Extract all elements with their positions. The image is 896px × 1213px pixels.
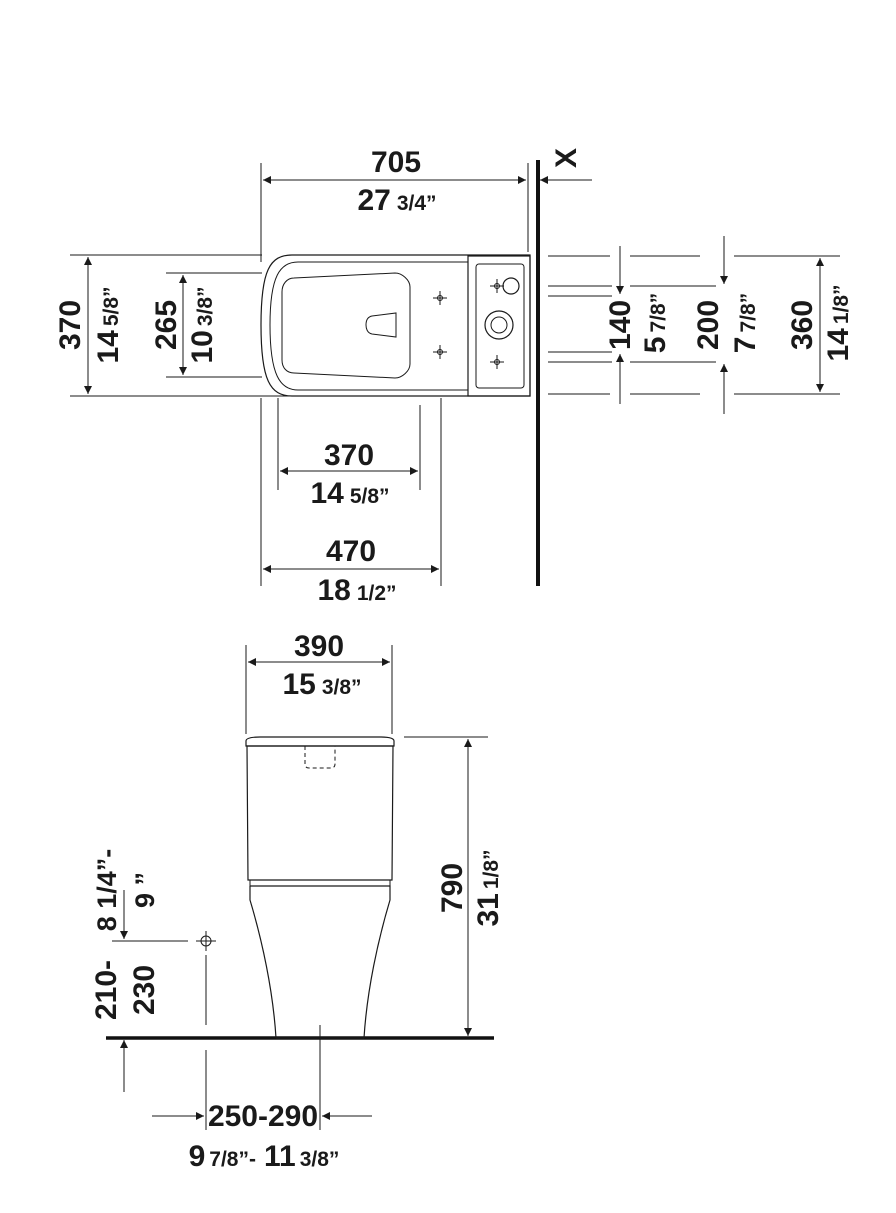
dim-265-mm: 265 [150, 300, 183, 350]
dim-705-mm: 705 [371, 146, 421, 179]
water-inlet-mark [112, 931, 216, 1025]
fixing-marks [433, 279, 504, 369]
dim-x-label: X [550, 148, 583, 168]
toilet-plan-outline [260, 254, 531, 397]
dim-790-mm: 790 [436, 863, 469, 913]
dim-470-mm: 470 [326, 535, 376, 568]
dim-790-inch: 311/8” [472, 849, 505, 926]
dim-outlet-mm: 250-290 [208, 1100, 318, 1133]
dim-inlet-mm-2: 230 [128, 965, 161, 1015]
dim-370-depth-inch: 145/8” [92, 286, 125, 363]
dim-inlet-inch-1: 8 1/4”- [92, 849, 122, 932]
dim-360-inch: 141/8” [822, 284, 855, 361]
dim-390-mm: 390 [294, 630, 344, 663]
dim-200-inch: 77/8” [729, 293, 762, 353]
dim-200-mm: 200 [692, 300, 725, 350]
dim-140-inch: 57/8” [639, 293, 672, 353]
dim-140-mm: 140 [604, 300, 637, 350]
dim-inlet-mm-1: 210- [90, 960, 123, 1020]
dim-360-mm: 360 [786, 300, 819, 350]
toilet-side-outline [245, 736, 395, 1039]
dim-370-depth-mm: 370 [54, 300, 87, 350]
dim-370-bowl-mm: 370 [324, 439, 374, 472]
dim-265-inch: 103/8” [186, 286, 219, 363]
dim-inlet-inch-2: 9 ” [130, 872, 160, 908]
